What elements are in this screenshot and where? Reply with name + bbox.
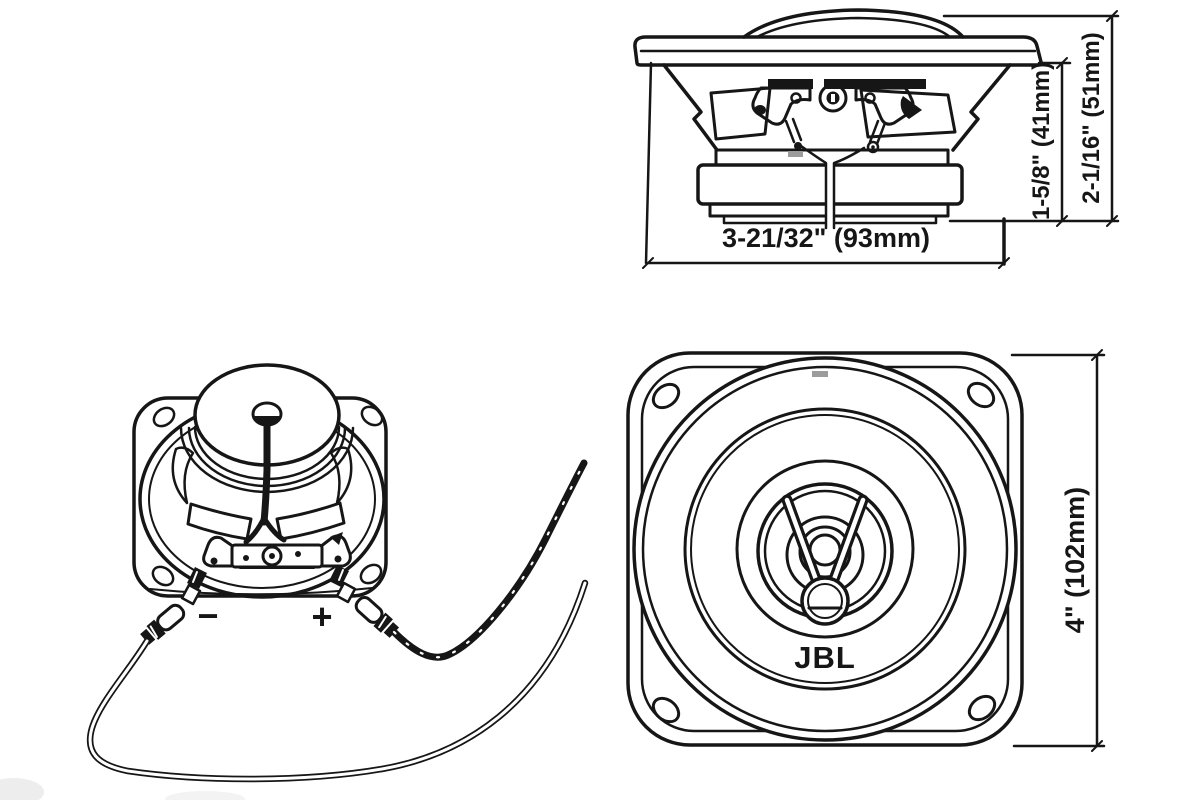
dimension-label-height: 4" (102mm) — [1060, 487, 1090, 633]
terminal-center-dot — [269, 553, 275, 559]
depth-dimension-ticks — [1056, 10, 1118, 227]
scan-smudge-bottom — [165, 791, 245, 800]
dimension-label-overall-depth: 2-1/16" (51mm) — [1078, 32, 1105, 203]
rear-strap-wire — [260, 420, 271, 526]
rear-hole-bottom-right — [359, 563, 383, 585]
scan-smudge-left — [0, 778, 44, 800]
bracket-right-blob — [900, 96, 922, 119]
mounting-hole-top-left — [651, 382, 681, 410]
bracket-right-leg — [868, 119, 887, 146]
polarity-label-negative: − — [197, 595, 218, 636]
bracket-left-blob — [754, 105, 766, 115]
height-dimension-ticks — [1091, 349, 1103, 752]
terminal-wing-left-dot — [210, 557, 218, 565]
terminal-bracket-right — [854, 86, 915, 126]
terminal-wing-right-blob — [330, 532, 343, 545]
terminal-bar-gap — [813, 79, 824, 89]
speaker-wire-negative-core — [88, 581, 587, 781]
dimension-label-mounting-depth: 1-5/8" (41mm) — [1028, 62, 1055, 220]
rear-terminal-block — [202, 532, 352, 569]
bracket-left-hole — [790, 92, 802, 104]
speaker-dome-inner-line — [755, 16, 952, 39]
side-view-dimensions — [642, 10, 1120, 269]
terminal-bolt-right — [295, 551, 301, 557]
rear-strap-arm-right — [261, 515, 287, 543]
width-dimension-ticks — [642, 257, 1010, 269]
rear-hole-top-left — [152, 406, 176, 428]
speaker-dome-outline — [742, 8, 965, 39]
terminal-cluster — [751, 79, 926, 154]
scan-artifact — [788, 151, 803, 157]
surround-outer-circle — [683, 407, 967, 691]
rear-hole-bottom-left — [151, 565, 175, 587]
terminal-wing-left — [202, 535, 236, 568]
gasket-inner-circle — [641, 365, 1009, 733]
speaker-wire-positive-highlights — [392, 461, 586, 659]
right-leg-eyelet — [866, 140, 880, 154]
tweeter-assembly — [756, 482, 894, 626]
brand-logo: JBL — [794, 640, 856, 675]
side-view-drawing — [633, 8, 1043, 230]
rear-window-left — [186, 502, 253, 541]
tweeter-bottom-circle-inner — [807, 583, 843, 619]
basket-window-left — [709, 86, 772, 141]
extension-line-left — [644, 61, 653, 265]
terminal-tab-positive — [329, 565, 357, 604]
mounting-hole-top-right — [966, 381, 996, 409]
basket-right-profile — [951, 63, 1012, 152]
screw-slot — [831, 94, 835, 102]
scan-artifact-front — [812, 371, 828, 377]
wire-channel — [826, 152, 834, 228]
mounting-hole-bottom-right — [967, 694, 997, 722]
cone-edge-circle — [735, 459, 915, 639]
rear-hole-top-right — [360, 405, 384, 427]
spade-connector-negative — [140, 603, 186, 645]
mounting-hole-bottom-left — [651, 696, 681, 724]
front-view-dimension — [1010, 349, 1106, 752]
speaker-wire-positive — [390, 459, 588, 661]
terminal-screw-outer — [818, 83, 848, 113]
terminal-wing-right-dot — [334, 555, 342, 563]
mounting-flange — [633, 35, 1043, 67]
surround-inner-circle — [690, 414, 960, 684]
dimension-label-width: 3-21/32" (93mm) — [722, 223, 930, 253]
gasket-outer-circle — [632, 356, 1018, 742]
right-leg-eyelet-dot — [871, 145, 875, 149]
rear-view-drawing — [86, 363, 589, 783]
basket-window-right — [859, 88, 957, 139]
front-frame-outer — [626, 351, 1024, 747]
terminal-center-eyelet — [261, 545, 283, 567]
rear-window-right — [275, 501, 346, 541]
front-view-drawing — [626, 351, 1024, 747]
left-leg-foot — [794, 142, 802, 150]
terminal-bracket-left — [751, 86, 812, 126]
terminal-top-bar — [768, 79, 926, 89]
polarity-label-positive: + — [311, 596, 332, 637]
lead-wire-left — [799, 144, 828, 230]
terminal-bolt-left — [243, 555, 249, 561]
rear-strap-arm-left — [243, 515, 267, 545]
basket-left-profile — [662, 63, 719, 152]
lead-wire-right — [832, 146, 866, 230]
terminal-tab-negative — [180, 567, 207, 606]
bracket-right-hole — [864, 92, 876, 104]
bracket-left-leg — [784, 117, 803, 144]
